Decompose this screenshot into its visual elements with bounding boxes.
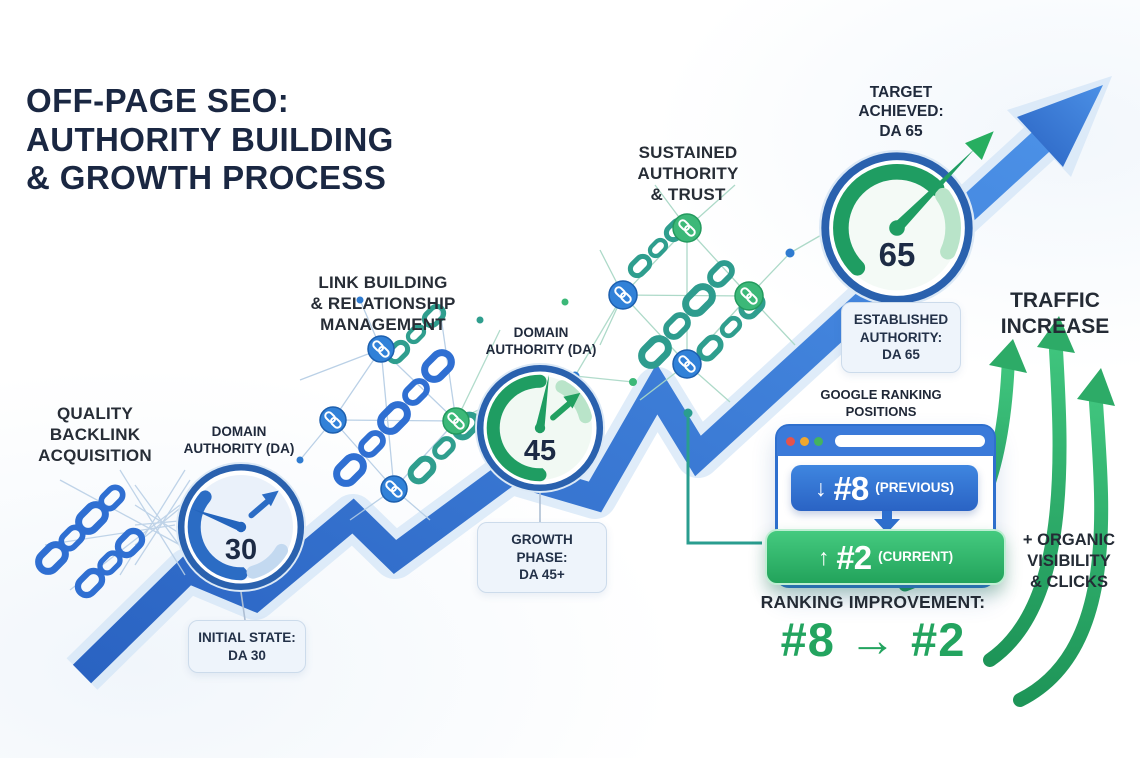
down-arrow-icon: ↓	[815, 474, 827, 501]
chain-node-icon	[442, 407, 470, 435]
gauge-dial-icon	[176, 462, 306, 592]
gauge-dial-icon	[475, 363, 605, 493]
current-rank-label: (CURRENT)	[878, 549, 954, 565]
ranking-panel-heading: GOOGLE RANKING POSITIONS	[820, 387, 942, 419]
traffic-increase-label: TRAFFIC INCREASE	[1000, 289, 1110, 338]
chain-nodes	[319, 213, 764, 503]
url-bar	[835, 435, 985, 447]
gauge-dial-icon	[819, 131, 994, 306]
stage-label-backlink: QUALITY BACKLINK ACQUISITION	[38, 404, 152, 466]
previous-rank-label: (PREVIOUS)	[875, 480, 954, 496]
gauge-45-heading: DOMAIN AUTHORITY (DA)	[485, 325, 597, 357]
stage-label-linkbuilding: LINK BUILDING & RELATIONSHIP MANAGEMENT	[310, 273, 456, 335]
traffic-light-red-icon	[786, 436, 795, 446]
chain-node-icon	[380, 475, 408, 503]
rank-transition-arrow-icon	[874, 511, 900, 538]
gauge-30-value: 30	[224, 533, 258, 566]
chain-node-icon	[367, 335, 395, 363]
organic-visibility-label: + ORGANIC VISIBILITY & CLICKS	[1022, 531, 1116, 592]
gauge-65-value: 65	[878, 235, 916, 273]
chain-node-icon	[319, 406, 347, 434]
chain-node-icon	[672, 213, 702, 243]
page-title: OFF-PAGE SEO: AUTHORITY BUILDING & GROWT…	[26, 82, 394, 197]
da-gauge-30: 30	[176, 462, 306, 592]
ranking-improvement-value: #8 → #2	[780, 613, 966, 666]
note-initial-state: INITIAL STATE: DA 30	[188, 620, 306, 674]
gauge-45-value: 45	[523, 434, 557, 467]
stage-label-sustained: SUSTAINED AUTHORITY & TRUST	[637, 143, 739, 205]
chain-node-icon	[734, 281, 764, 311]
growth-arrowhead	[1017, 85, 1103, 167]
browser-titlebar	[777, 426, 994, 456]
previous-rank-pill: ↓ #8 (PREVIOUS)	[791, 465, 978, 511]
note-established-authority: ESTABLISHED AUTHORITY: DA 65	[841, 302, 961, 373]
ranking-browser-card: ↓ #8 (PREVIOUS) ↑ #2 (CURRENT)	[765, 424, 1006, 588]
chain-node-icon	[608, 280, 638, 310]
previous-rank-value: #8	[833, 469, 870, 507]
note-growth-phase: GROWTH PHASE: DA 45+	[477, 522, 607, 593]
gauge-65-heading: TARGET ACHIEVED: DA 65	[858, 84, 944, 140]
current-rank-pill: ↑ #2 (CURRENT)	[765, 529, 1006, 585]
da-gauge-65: 65	[819, 131, 994, 306]
traffic-light-yellow-icon	[800, 436, 809, 446]
current-rank-value: #2	[836, 538, 872, 576]
note-connectors	[240, 493, 541, 621]
ranking-connector	[683, 408, 762, 545]
da-gauge-45: 45	[475, 363, 605, 493]
backlink-chains-icon	[35, 484, 146, 598]
chain-node-icon	[672, 349, 702, 379]
ranking-improvement: RANKING IMPROVEMENT: #8 → #2	[742, 592, 1004, 664]
ranking-improvement-label: RANKING IMPROVEMENT:	[760, 592, 986, 612]
traffic-light-green-icon	[814, 436, 823, 446]
gauge-30-heading: DOMAIN AUTHORITY (DA)	[183, 424, 295, 456]
up-arrow-icon: ↑	[817, 543, 830, 570]
